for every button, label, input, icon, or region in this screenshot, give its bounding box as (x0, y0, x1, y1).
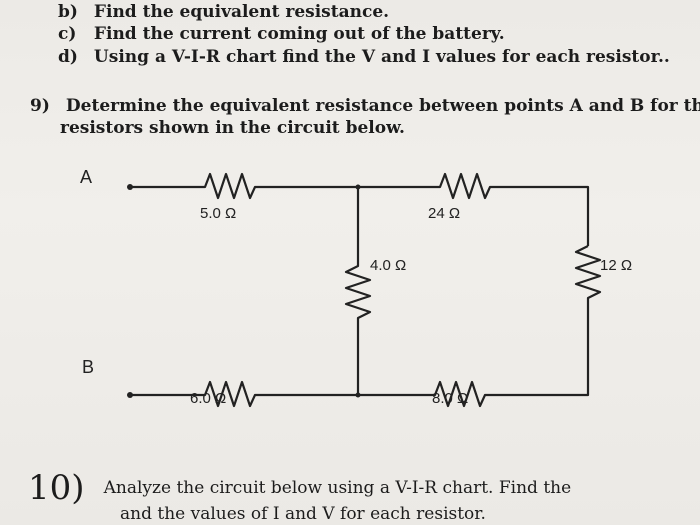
resistor-12-label: 12 Ω (600, 257, 632, 274)
resistor-4-label: 4.0 Ω (370, 257, 406, 274)
resistor-5-label: 5.0 Ω (200, 205, 236, 222)
resistor-24-label: 24 Ω (428, 205, 460, 222)
question-10-number: 10) (28, 468, 85, 508)
item-d: d) Using a V-I-R chart find the V and I … (58, 47, 670, 67)
point-b-label: B (82, 357, 94, 377)
item-c-text: Find the current coming out of the batte… (93, 24, 505, 44)
terminal-b-dot (127, 392, 133, 398)
item-d-text: Using a V-I-R chart find the V and I val… (93, 47, 670, 67)
top-branch-wire (130, 172, 590, 246)
resistor-8-label: 8.0 Ω (432, 390, 468, 407)
junction-bottom (355, 392, 361, 398)
terminal-a-dot (127, 184, 133, 190)
junction-top (355, 184, 361, 190)
question-10: 10) Analyze the circuit below using a V-… (28, 468, 571, 508)
right-branch-wire (574, 245, 602, 382)
point-a-label: A (80, 167, 92, 187)
bottom-branch-wire (130, 380, 590, 408)
question-9-line1: Determine the equivalent resistance betw… (65, 96, 700, 116)
item-b-label: b) (58, 2, 78, 22)
question-9-line2: resistors shown in the circuit below. (60, 118, 405, 138)
item-d-label: d) (58, 47, 78, 67)
resistor-6-label: 6.0 Ω (190, 390, 226, 407)
middle-branch-wire (344, 187, 372, 382)
question-9: 9) Determine the equivalent resistance b… (30, 96, 700, 116)
question-9-number: 9) (30, 96, 50, 116)
item-c: c) Find the current coming out of the ba… (58, 24, 505, 44)
item-b-text: Find the equivalent resistance. (93, 2, 390, 22)
question-10-line1: Analyze the circuit below using a V-I-R … (103, 478, 572, 498)
item-c-label: c) (58, 24, 77, 44)
question-10-line2: and the values of I and V for each resis… (120, 504, 486, 524)
item-b: b) Find the equivalent resistance. (58, 2, 389, 22)
